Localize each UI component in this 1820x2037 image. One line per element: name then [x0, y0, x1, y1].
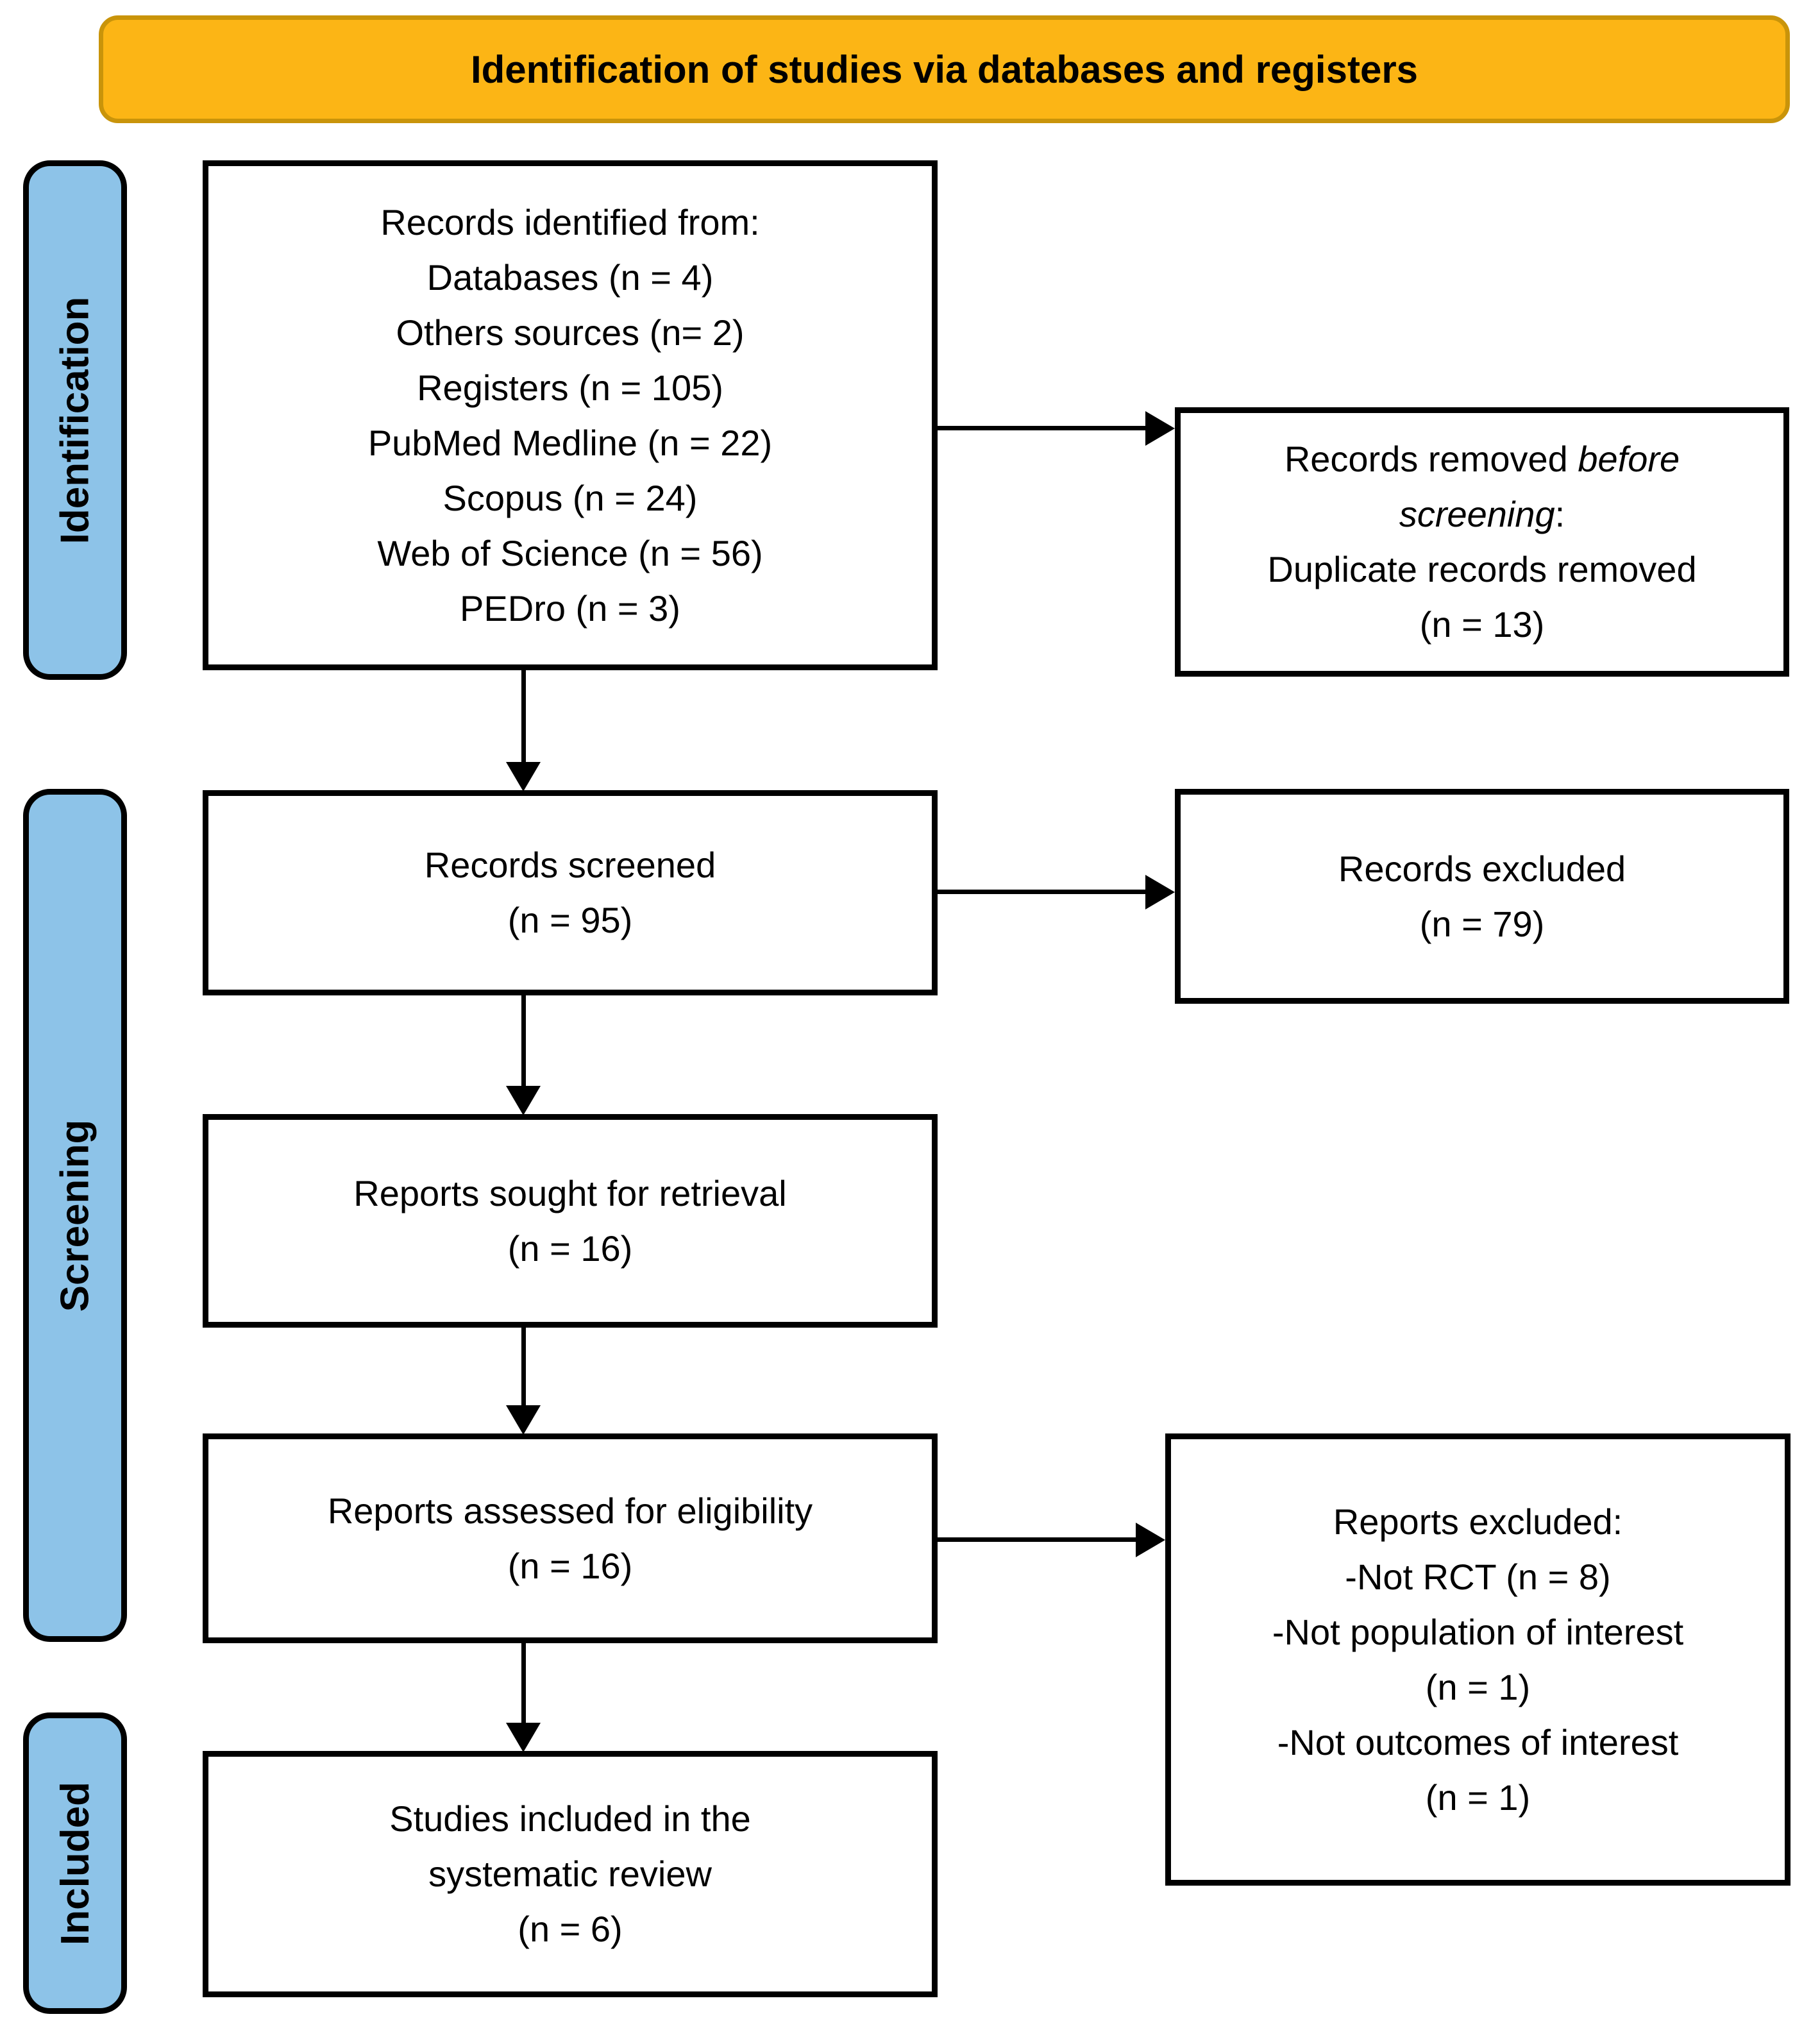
box-records-identified-line: Others sources (n= 2)	[396, 312, 745, 353]
arrow-sought-to-assessed-head	[506, 1405, 541, 1435]
box-records-identified-line: Records identified from:	[380, 201, 760, 242]
box-reports-assessed-line: Reports assessed for eligibility	[327, 1490, 813, 1531]
stage-label-identification-text: Identification	[53, 296, 97, 544]
box-records-screened: Records screened (n = 95)	[203, 790, 938, 995]
box-records-screened-line: Records screened	[424, 845, 716, 885]
box-records-removed-line: screening:	[1399, 487, 1565, 542]
stage-label-screening-text: Screening	[53, 1119, 97, 1312]
stage-label-included-text: Included	[53, 1781, 97, 1945]
box-studies-included-line: Studies included in the	[389, 1798, 751, 1839]
box-records-identified-line: Web of Science (n = 56)	[377, 532, 763, 573]
stage-label-screening: Screening	[23, 789, 127, 1642]
arrow-assessed-to-reports-excluded-line	[938, 1537, 1136, 1542]
box-reports-excluded-line: (n = 1)	[1425, 1777, 1531, 1818]
arrow-screened-to-sought-line	[521, 995, 526, 1086]
box-studies-included: Studies included in the systematic revie…	[203, 1751, 938, 1997]
box-studies-included-line: systematic review	[428, 1854, 712, 1894]
box-records-identified: Records identified from: Databases (n = …	[203, 160, 938, 670]
arrow-identified-to-screened-line	[521, 670, 526, 762]
box-reports-excluded-line: -Not population of interest	[1272, 1611, 1684, 1652]
box-reports-excluded-line: Reports excluded:	[1333, 1501, 1623, 1542]
box-records-removed-line: Records removed before	[1285, 432, 1680, 487]
records-removed-italic-screening: screening	[1399, 494, 1555, 534]
banner: Identification of studies via databases …	[99, 15, 1790, 123]
box-records-identified-line: Databases (n = 4)	[426, 257, 714, 298]
box-reports-sought-line: (n = 16)	[507, 1228, 633, 1269]
box-records-excluded: Records excluded (n = 79)	[1175, 789, 1789, 1004]
box-reports-sought-line: Reports sought for retrieval	[353, 1172, 787, 1213]
box-records-identified-line: PubMed Medline (n = 22)	[367, 422, 773, 463]
box-reports-excluded-line: (n = 1)	[1425, 1666, 1531, 1707]
box-reports-excluded: Reports excluded: -Not RCT (n = 8) -Not …	[1165, 1433, 1791, 1886]
box-reports-excluded-line: -Not outcomes of interest	[1277, 1721, 1679, 1762]
arrow-identified-to-removed-head	[1145, 411, 1175, 446]
records-removed-regular: Records removed	[1284, 439, 1568, 479]
box-records-removed-line: (n = 13)	[1419, 604, 1545, 645]
arrow-assessed-to-included-head	[506, 1723, 541, 1752]
arrow-identified-to-removed-line	[938, 426, 1145, 430]
box-reports-excluded-line: -Not RCT (n = 8)	[1345, 1556, 1611, 1597]
stage-label-included: Included	[23, 1712, 127, 2014]
box-records-removed: Records removed before screening: Duplic…	[1175, 407, 1789, 677]
arrow-assessed-to-reports-excluded-head	[1136, 1523, 1165, 1557]
arrow-identified-to-screened-head	[506, 762, 541, 791]
records-removed-italic-before: before	[1578, 439, 1680, 479]
banner-title: Identification of studies via databases …	[470, 47, 1419, 91]
box-records-screened-line: (n = 95)	[507, 900, 633, 940]
box-records-excluded-line: (n = 79)	[1419, 903, 1545, 944]
box-studies-included-line: (n = 6)	[518, 1909, 623, 1949]
arrow-screened-to-excluded-head	[1145, 875, 1175, 909]
arrow-screened-to-sought-head	[506, 1086, 541, 1115]
box-reports-assessed: Reports assessed for eligibility (n = 16…	[203, 1433, 938, 1643]
arrow-screened-to-excluded-line	[938, 890, 1145, 894]
arrow-assessed-to-included-line	[521, 1643, 526, 1723]
arrow-sought-to-assessed-line	[521, 1328, 526, 1405]
box-records-removed-line: Duplicate records removed	[1267, 549, 1697, 589]
box-reports-sought: Reports sought for retrieval (n = 16)	[203, 1114, 938, 1328]
box-records-identified-line: PEDro (n = 3)	[460, 587, 680, 629]
box-records-excluded-line: Records excluded	[1338, 848, 1626, 889]
box-reports-assessed-line: (n = 16)	[507, 1545, 633, 1586]
records-removed-colon: :	[1555, 494, 1565, 534]
stage-label-identification: Identification	[23, 160, 127, 680]
box-records-identified-line: Scopus (n = 24)	[442, 477, 698, 518]
box-records-identified-line: Registers (n = 105)	[417, 367, 723, 408]
